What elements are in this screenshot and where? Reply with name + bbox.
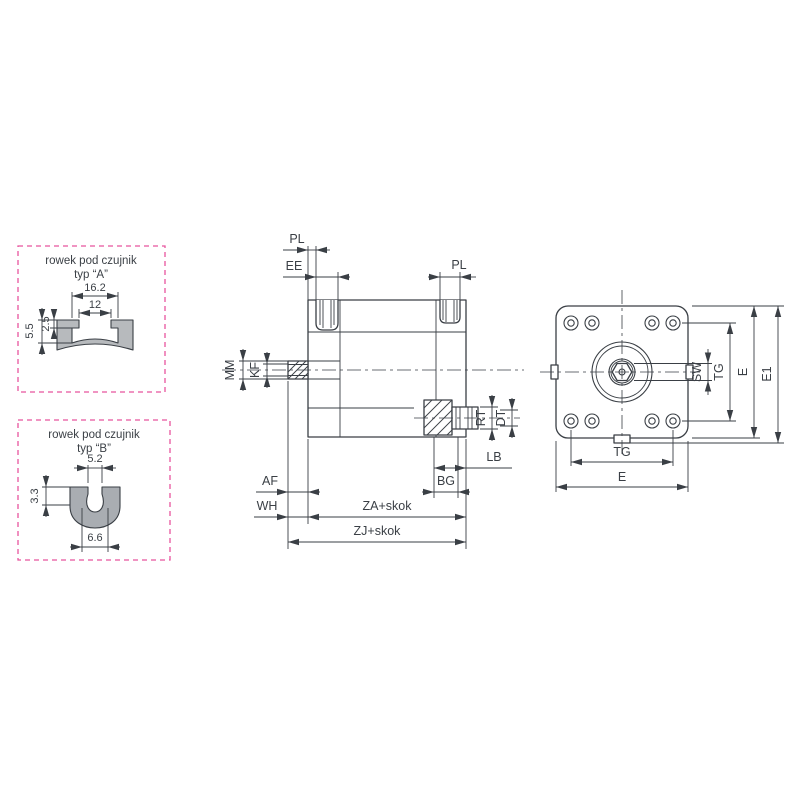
groove-profile-b [69,486,121,529]
dim-label-3-3: 3.3 [29,488,41,503]
inset-b-border [17,419,171,561]
cylinder-side-view: PL EE PL MM KF [222,232,524,549]
dim-label-lb: LB [486,450,501,464]
inset-a-dimensions: 16.2 12 5.5 2.5 [24,282,119,355]
front-view-right-dimensions: SW TG E E1 [630,305,784,444]
dim-label-6-6: 6.6 [87,532,102,544]
dim-label-pl-right: PL [451,258,466,272]
dim-label-af: AF [262,474,278,488]
dim-label-e-side: E [736,368,750,376]
sensor-groove-inset-b: rowek pod czujnik typ “B” 5.2 3.3 6.6 [17,419,171,561]
dim-label-2-5: 2.5 [40,316,52,331]
dim-label-sw: SW [690,362,704,382]
dim-label-12: 12 [89,299,101,311]
side-view-bottom-dimensions: LB BG AF WH ZA+skok ZJ+skok [254,381,512,549]
dim-label-tg-side: TG [712,363,726,380]
dim-label-pl-left: PL [289,232,304,246]
port-pl-right [439,300,461,324]
dim-label-rt: RT [474,409,488,426]
dim-label-mm: MM [223,360,237,381]
side-view-top-dimensions: PL EE PL [283,232,476,300]
inset-b-title-line2: typ “B” [77,443,111,455]
dim-label-tg-bottom: TG [613,445,630,459]
dim-label-dt: DT [494,409,508,426]
dim-label-ee: EE [286,259,303,273]
dim-label-zj: ZJ+skok [354,524,402,538]
port-ee-left [315,300,339,331]
dim-label-5-5: 5.5 [24,323,36,338]
cylinder-front-view: SW TG E E1 TG E [540,290,784,492]
inset-a-title-line1: rowek pod czujnik [45,255,137,267]
dim-label-za: ZA+skok [363,499,413,513]
rod-dimensions: MM KF [223,349,288,391]
inset-a-border [17,245,166,393]
sensor-groove-inset-a: rowek pod czujnik typ “A” 16.2 12 5.5 2.… [17,245,166,393]
port-rt-plug [423,399,479,436]
dim-label-16-2: 16.2 [84,282,105,294]
inset-b-dimensions: 5.2 3.3 6.6 [29,453,120,552]
dim-label-e1: E1 [760,366,774,381]
dim-label-bg: BG [437,474,455,488]
dim-label-e-bottom: E [618,470,626,484]
mounting-holes [563,315,681,429]
front-view-bottom-dimensions: TG E [555,430,689,492]
port-dimensions: RT DT [474,395,518,441]
inset-a-title-line2: typ “A” [74,269,108,281]
groove-profile-a [56,319,134,351]
inset-b-title-line1: rowek pod czujnik [48,429,140,441]
dim-label-5-2: 5.2 [87,453,102,465]
dim-label-kf: KF [248,362,262,378]
dim-label-wh: WH [257,499,278,513]
